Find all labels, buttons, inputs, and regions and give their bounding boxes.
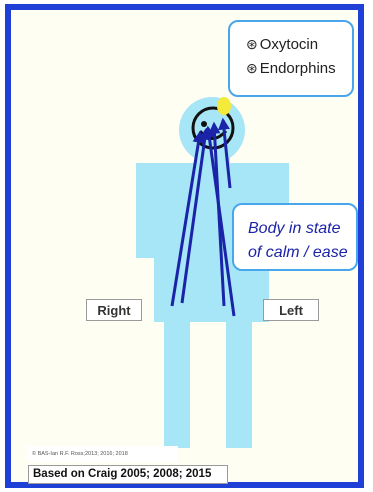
hormones-callout: ⊛ Oxytocin ⊛ Endorphins xyxy=(228,20,354,97)
hormone-item: ⊛ Oxytocin xyxy=(246,32,352,56)
face-eye-left xyxy=(201,121,207,127)
hormone-label: Oxytocin xyxy=(260,36,318,53)
body-state-callout: Body in state of calm / ease xyxy=(232,203,358,271)
copyright-credit: © BAS-Ian R.F. Ross;2013; 2016; 2018 xyxy=(28,446,178,462)
hormone-item: ⊛ Endorphins xyxy=(246,56,352,80)
head-highlight-spot xyxy=(217,97,231,115)
hormone-label: Endorphins xyxy=(260,60,336,77)
right-side-label: Right xyxy=(86,299,142,321)
hormone-bullet-icon: ⊛ xyxy=(246,60,258,77)
source-citation: Based on Craig 2005; 2008; 2015 xyxy=(28,465,228,484)
body-state-line: of calm / ease xyxy=(248,241,356,265)
body-state-line: Body in state xyxy=(248,217,356,241)
hormone-bullet-icon: ⊛ xyxy=(246,36,258,53)
left-side-label: Left xyxy=(263,299,319,321)
